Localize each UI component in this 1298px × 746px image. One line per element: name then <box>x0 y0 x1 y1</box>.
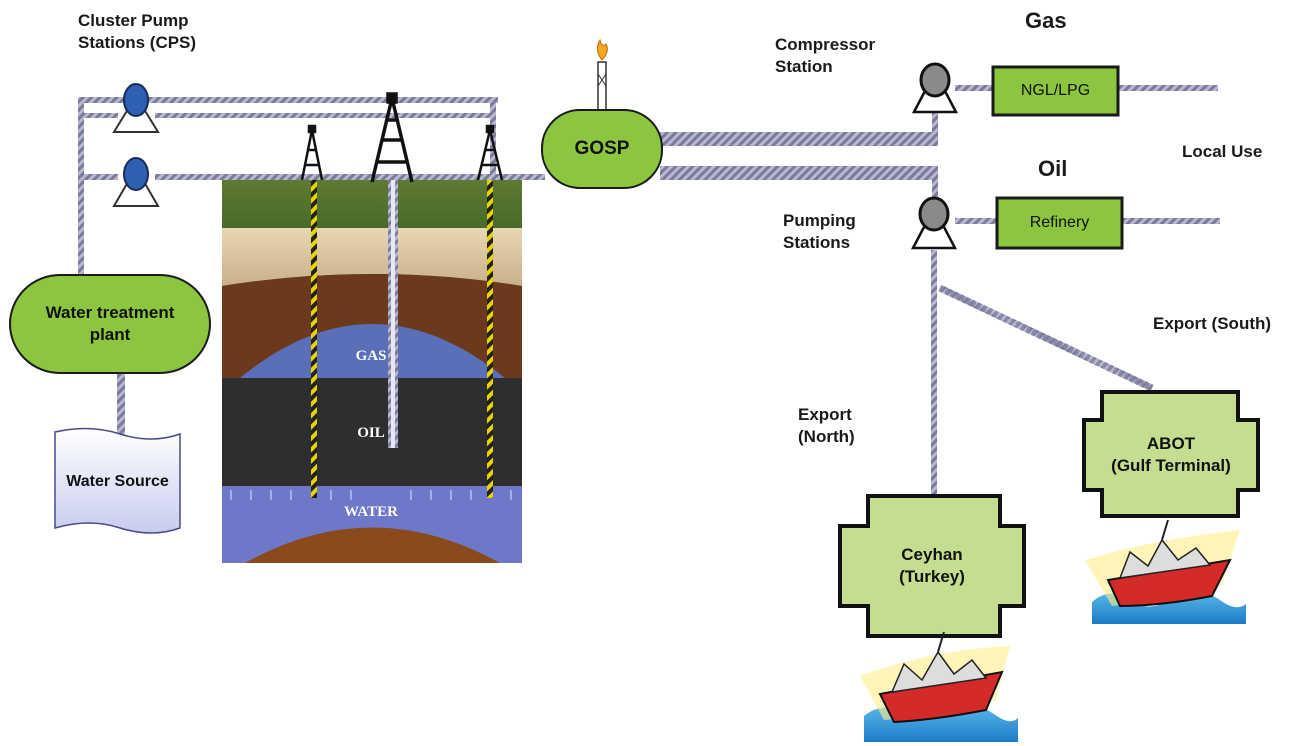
label-pumping-stations: Pumping Stations <box>783 210 856 254</box>
abot-terminal-label: ABOT (Gulf Terminal) <box>1084 420 1258 490</box>
water-treatment-plant-node <box>9 274 211 374</box>
label-cps-line1: Cluster Pump <box>78 11 189 30</box>
tanker-ship-icon-abot <box>1085 519 1246 624</box>
abot-line2: (Gulf Terminal) <box>1111 456 1231 475</box>
well-shaft-right <box>487 180 493 498</box>
tanker-ship-icon-ceyhan <box>860 631 1018 742</box>
pipe-ngl-out <box>1118 85 1218 91</box>
pipe-gosp-gas <box>660 132 938 146</box>
derrick-icon-right <box>476 124 504 181</box>
ngl-lpg-node <box>991 65 1120 117</box>
refinery-node <box>995 196 1124 250</box>
pipe-top-horizontal <box>78 97 498 103</box>
pipe-mid-left <box>78 174 118 180</box>
label-compressor-line1: Compressor <box>775 35 876 54</box>
well-shaft-center-inner <box>391 180 395 448</box>
water-treatment-plant-label: Water treatment plant <box>10 275 210 373</box>
layer-topsoil <box>222 180 522 228</box>
reservoir-cross-section: GAS OIL WATER <box>222 180 522 563</box>
ceyhan-terminal-node <box>838 494 1026 638</box>
reservoir-label-gas: GAS <box>356 348 387 364</box>
pipe-top-return <box>78 113 118 118</box>
label-compressor-line2: Station <box>775 57 833 76</box>
cps-pump-icon-lower <box>112 157 160 207</box>
pipe-oil-to-refinery <box>955 218 997 224</box>
reservoir-label-water: WATER <box>344 504 398 520</box>
pipe-oil-riser <box>932 166 938 204</box>
compressor-pump-icon <box>911 62 959 114</box>
water-treatment-line2: plant <box>89 325 131 344</box>
derrick-icon-center <box>370 92 414 183</box>
label-compressor-station: Compressor Station <box>775 34 875 78</box>
layer-sand <box>222 228 522 286</box>
label-oil: Oil <box>1038 156 1068 181</box>
label-cps-line2: Stations (CPS) <box>78 33 197 52</box>
label-export-south: Export (South) <box>1153 314 1272 333</box>
label-pumping-line1: Pumping <box>783 211 856 230</box>
label-export-north: Export (North) <box>798 404 855 448</box>
gosp-node <box>541 109 663 189</box>
gosp-label: GOSP <box>574 138 630 159</box>
ngl-lpg-label: NGL/LPG <box>1020 82 1091 99</box>
layer-bedrock <box>245 527 500 563</box>
refinery-label: Refinery <box>1029 214 1090 231</box>
pipe-mid-to-gosp <box>155 174 545 180</box>
pipe-network <box>78 85 1220 495</box>
label-local-use: Local Use <box>1182 142 1263 161</box>
pipe-gosp-oil <box>660 166 938 180</box>
pipe-top-return-b <box>155 113 490 118</box>
reservoir-label-oil: OIL <box>357 425 385 441</box>
flare-stack-icon <box>596 38 608 111</box>
pipe-export-north <box>931 250 937 495</box>
label-export-north-line1: Export <box>798 405 852 424</box>
well-shaft-left <box>311 180 317 498</box>
abot-line1: ABOT <box>1146 434 1196 453</box>
water-source-node <box>54 427 181 534</box>
derrick-icon-left <box>300 124 324 181</box>
pipe-refinery-out <box>1122 218 1220 224</box>
pipe-export-south <box>938 284 1154 392</box>
ceyhan-line2: (Turkey) <box>899 567 965 586</box>
label-gas: Gas <box>1025 8 1067 33</box>
ceyhan-line1: Ceyhan <box>901 545 963 564</box>
water-source-label: Water Source <box>66 473 169 490</box>
pipe-gas-to-ngl <box>955 85 995 91</box>
label-pumping-line2: Stations <box>783 233 851 252</box>
pipe-plant-to-source <box>117 370 125 440</box>
water-treatment-line1: Water treatment <box>45 303 175 322</box>
label-export-north-line2: (North) <box>798 427 855 446</box>
layer-oil <box>222 378 522 486</box>
pipe-gas-riser <box>932 110 938 146</box>
water-arrows <box>230 490 512 500</box>
pumping-station-icon <box>910 196 958 250</box>
cps-pump-icon-upper <box>112 83 160 133</box>
layer-gas-cap <box>240 324 505 378</box>
ceyhan-terminal-label: Ceyhan (Turkey) <box>840 526 1024 606</box>
pipe-left-vertical <box>78 97 84 275</box>
abot-terminal-node <box>1082 390 1260 518</box>
label-cluster-pump-stations: Cluster Pump Stations (CPS) <box>78 10 196 54</box>
